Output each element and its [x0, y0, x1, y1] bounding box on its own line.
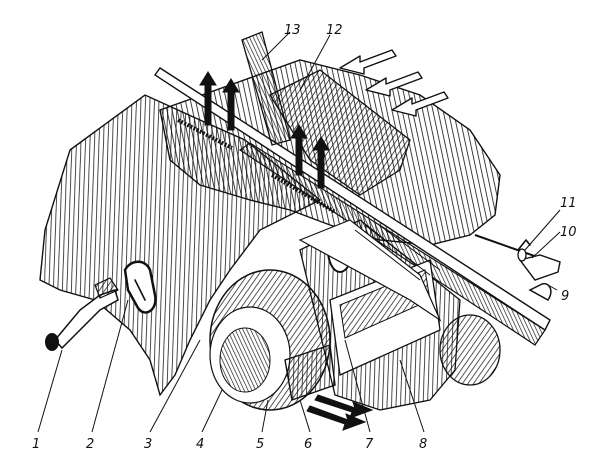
label-6: 6	[304, 437, 312, 452]
right-fittings	[517, 239, 561, 301]
airflow-arrows-incoming	[339, 49, 449, 117]
angled-plank	[241, 31, 291, 146]
label-12: 12	[326, 23, 343, 38]
discharge-arrows	[306, 394, 374, 431]
part-labels: 1 2 3 4 5 6 7 8 9 10 11 12 13	[32, 23, 577, 452]
chain-loop	[123, 260, 157, 314]
label-4: 4	[196, 437, 204, 452]
label-3: 3	[144, 437, 152, 452]
label-13: 13	[284, 23, 301, 38]
airflow-arrows-up	[199, 71, 330, 189]
gear-block	[284, 344, 336, 401]
label-1: 1	[32, 437, 40, 452]
label-2: 2	[86, 437, 94, 452]
label-10: 10	[560, 225, 577, 240]
crank-handle	[45, 277, 119, 351]
long-rail	[154, 67, 551, 346]
internal-guides	[298, 219, 442, 322]
leader-lines	[37, 31, 561, 433]
label-9: 9	[561, 289, 569, 304]
label-5: 5	[256, 437, 264, 452]
right-roller	[439, 314, 501, 386]
label-7: 7	[365, 437, 374, 452]
label-11: 11	[560, 196, 577, 211]
label-8: 8	[419, 437, 427, 452]
